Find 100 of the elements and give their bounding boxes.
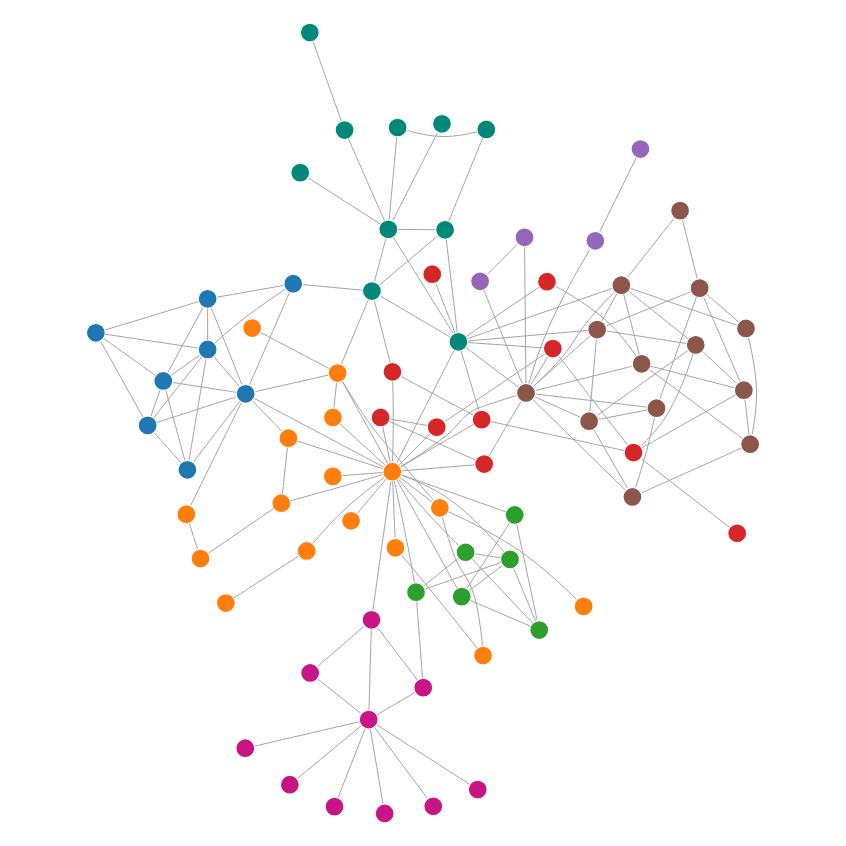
node-circle: [499, 549, 521, 570]
connector: [380, 295, 451, 338]
connector: [400, 376, 474, 416]
connector: [392, 132, 438, 221]
node-circle: [733, 380, 754, 401]
connector: [703, 297, 741, 382]
connector: [233, 555, 300, 599]
node-circle: [300, 662, 321, 684]
connector: [317, 678, 362, 714]
node-circle: [242, 317, 263, 339]
node-circle: [176, 504, 197, 525]
connector: [528, 248, 591, 384]
node-circle: [197, 339, 218, 360]
connector: [165, 390, 186, 461]
node-circle: [177, 459, 198, 480]
connector: [337, 728, 366, 798]
connector: [374, 238, 387, 282]
node-circle: [515, 382, 537, 404]
connector: [379, 235, 438, 285]
node-circle: [631, 353, 652, 374]
connector: [251, 400, 282, 432]
node-circle: [382, 461, 403, 482]
connector: [172, 382, 237, 393]
connector: [333, 382, 338, 409]
connector: [623, 293, 640, 355]
node-circle: [455, 542, 476, 563]
node-circle: [278, 428, 299, 449]
connector: [104, 333, 199, 349]
node-circle: [283, 273, 304, 294]
connector: [706, 293, 739, 323]
connector: [650, 365, 735, 389]
connector: [441, 517, 483, 647]
node-circle: [279, 774, 300, 795]
connector: [460, 350, 480, 411]
connector: [606, 291, 691, 327]
connector: [216, 284, 285, 298]
connector: [312, 41, 342, 122]
connector: [400, 395, 517, 467]
node-circle: [322, 407, 344, 428]
connector: [467, 329, 588, 342]
connector: [340, 299, 369, 365]
connector: [393, 480, 415, 584]
node-circle: [685, 334, 706, 356]
node-circle: [429, 497, 450, 518]
connector: [255, 374, 329, 393]
node-circle: [514, 227, 535, 248]
connector: [368, 629, 372, 711]
node-circle: [434, 219, 456, 240]
connector: [416, 601, 423, 679]
node-circle: [585, 230, 606, 251]
node-circle: [327, 362, 348, 384]
connector: [630, 287, 737, 326]
node-circle: [735, 318, 757, 339]
connector: [555, 286, 637, 357]
connector: [530, 356, 549, 386]
node-circle: [405, 582, 427, 603]
connector: [524, 246, 527, 384]
connector: [599, 157, 637, 233]
connector: [488, 401, 522, 457]
node-circle: [646, 398, 667, 419]
connector: [593, 429, 628, 489]
node-circle: [340, 510, 362, 531]
node-circle: [137, 415, 158, 436]
connector: [448, 137, 484, 222]
node-circle: [451, 586, 472, 607]
connector: [372, 481, 392, 611]
connector: [392, 236, 454, 334]
connector: [214, 288, 286, 344]
node-circle: [374, 803, 395, 824]
connector: [465, 286, 540, 337]
connector: [535, 393, 648, 408]
node-circle: [422, 264, 443, 285]
connector: [659, 296, 697, 400]
connector: [312, 477, 385, 544]
connector: [448, 511, 577, 600]
node-circle: [476, 119, 497, 140]
connector: [465, 347, 519, 388]
connector: [597, 350, 689, 416]
connector: [376, 692, 416, 716]
connector: [190, 402, 242, 507]
connector: [535, 365, 633, 391]
connector: [254, 721, 360, 747]
node-circle: [413, 677, 434, 698]
node-circle: [378, 219, 399, 240]
connector: [376, 724, 470, 785]
node-circle: [689, 278, 710, 299]
connector: [193, 400, 241, 463]
node-circle: [623, 442, 644, 463]
connector: [342, 471, 384, 477]
node-circle: [611, 275, 632, 296]
connector: [682, 219, 698, 280]
connector: [483, 289, 523, 384]
node-circle: [474, 453, 495, 475]
connector: [641, 394, 736, 449]
connector: [516, 524, 538, 621]
node-circle: [727, 523, 748, 544]
connector: [290, 473, 384, 502]
connector: [467, 287, 613, 340]
connector: [641, 447, 742, 494]
connector: [392, 480, 396, 539]
